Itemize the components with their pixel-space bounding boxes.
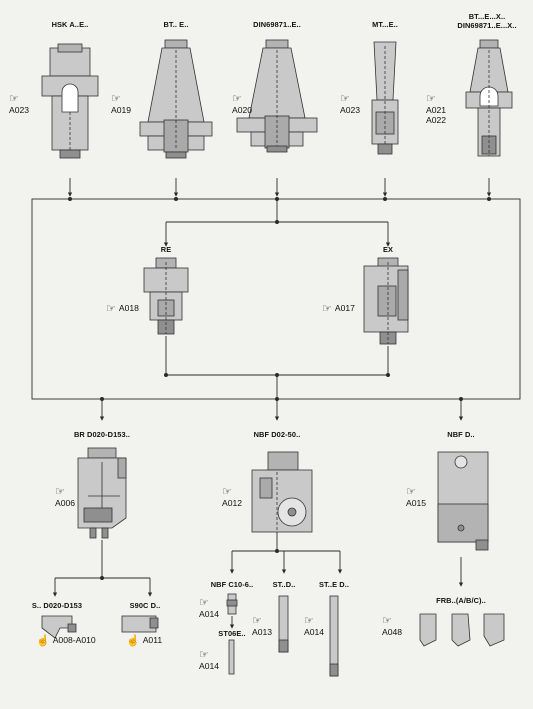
ref-nbf-d-label: A015 xyxy=(406,498,427,508)
st-d-tool-drawing xyxy=(278,595,289,653)
frb-tools-drawing xyxy=(419,613,505,647)
tool-ref-s-d020: ☝A008-A010 xyxy=(36,634,96,647)
pointing-hand-icon: ☞ xyxy=(252,615,262,627)
st-e-d-tool-drawing xyxy=(329,595,339,677)
tool-title-frb: FRB..(A/B/C).. xyxy=(436,596,486,605)
nbf-c10-tool-drawing xyxy=(226,593,238,615)
holder-ref-din: ☞A020 xyxy=(232,92,252,115)
ref-st06e-label: A014 xyxy=(199,661,220,671)
ref-st-d-label: A013 xyxy=(252,627,273,637)
pointing-hand-icon: ☞ xyxy=(222,486,232,498)
pointing-hand-icon: ☞ xyxy=(106,303,116,315)
head-title-br: BR D020-D153.. xyxy=(73,430,131,439)
tool-title-st-e-d: ST..E D.. xyxy=(318,580,350,589)
tool-title-st-d: ST..D.. xyxy=(272,580,296,589)
extension-title-re: RE xyxy=(160,245,172,254)
pointing-hand-icon: ☞ xyxy=(406,486,416,498)
ref-s-d020-label: A008-A010 xyxy=(52,634,96,645)
pointing-hand-icon: ☞ xyxy=(304,615,314,627)
pointing-hand-icon: ☞ xyxy=(426,93,436,105)
pointing-hand-icon: ☞ xyxy=(232,93,242,105)
pointing-hand-icon: ☝ xyxy=(36,635,50,647)
connector-lines xyxy=(31,178,521,629)
tool-title-nbf-c10: NBF C10-6.. xyxy=(210,580,254,589)
ref-bt-x-label-1: A021 xyxy=(426,105,447,115)
ref-hsk-label: A023 xyxy=(9,105,30,115)
ref-nbf-label: A012 xyxy=(222,498,243,508)
ref-ex-label: A017 xyxy=(334,302,355,313)
bt-holder-drawing xyxy=(139,39,213,159)
junction-dots xyxy=(68,197,491,580)
nbf-d02-head-drawing xyxy=(251,451,313,533)
pointing-hand-icon: ☞ xyxy=(382,615,392,627)
holder-ref-hsk: ☞A023 xyxy=(9,92,29,115)
bt-x-holder-drawing xyxy=(465,39,513,157)
ref-st-e-d-label: A014 xyxy=(304,627,325,637)
holder-ref-mt: ☞A023 xyxy=(340,92,360,115)
tool-title-s90c: S90C D.. xyxy=(129,601,161,610)
ref-frb-label: A048 xyxy=(382,627,403,637)
s-d020-tool-drawing xyxy=(41,615,77,639)
holder-ref-bt: ☞A019 xyxy=(111,92,131,115)
ex-extension-drawing xyxy=(363,257,409,345)
tool-ref-nbf-c10: ☞A014 xyxy=(199,596,219,619)
ref-re-label: A018 xyxy=(118,302,139,313)
tool-ref-st-d: ☞A013 xyxy=(252,614,272,637)
holder-title-din-x: DIN69871..E...X.. xyxy=(457,21,517,30)
br-boring-head-drawing xyxy=(77,447,127,539)
holder-title-mt: MT...E.. xyxy=(372,20,398,29)
holder-title-hsk: HSK A..E.. xyxy=(51,20,89,29)
pointing-hand-icon: ☝ xyxy=(126,635,140,647)
st06e-tool-drawing xyxy=(228,639,235,675)
ref-nbf-c10-label: A014 xyxy=(199,609,220,619)
pointing-hand-icon: ☞ xyxy=(199,649,209,661)
ref-bt-label: A019 xyxy=(111,105,132,115)
extension-title-ex: EX xyxy=(382,245,394,254)
pointing-hand-icon: ☞ xyxy=(9,93,19,105)
pointing-hand-icon: ☞ xyxy=(111,93,121,105)
tool-title-s-d020: S.. D020-D153 xyxy=(31,601,83,610)
pointing-hand-icon: ☞ xyxy=(55,486,65,498)
pointing-hand-icon: ☞ xyxy=(199,597,209,609)
tool-ref-st-e-d: ☞A014 xyxy=(304,614,324,637)
head-title-nbf-d: NBF D.. xyxy=(447,430,475,439)
tool-ref-st06e: ☞A014 xyxy=(199,648,219,671)
re-extension-drawing xyxy=(143,257,189,335)
pointing-hand-icon: ☞ xyxy=(322,303,332,315)
din-holder-drawing xyxy=(236,39,318,153)
nbf-d-head-drawing xyxy=(437,451,489,551)
holder-title-din: DIN69871..E.. xyxy=(253,20,301,29)
hsk-holder-drawing xyxy=(41,43,99,159)
holder-title-bt-x: BT...E...X.. xyxy=(468,12,506,21)
holder-title-bt: BT.. E.. xyxy=(163,20,189,29)
tool-title-st06e: ST06E.. xyxy=(218,629,246,638)
pointing-hand-icon: ☞ xyxy=(340,93,350,105)
ref-br-label: A006 xyxy=(55,498,76,508)
ref-bt-x-label-2: A022 xyxy=(426,115,447,125)
ref-s90c-label: A011 xyxy=(142,634,163,645)
head-ref-br: ☞A006 xyxy=(55,485,75,508)
head-ref-nbf: ☞A012 xyxy=(222,485,242,508)
extension-ref-re: ☞A018 xyxy=(106,302,139,315)
ref-din-label: A020 xyxy=(232,105,253,115)
s90c-tool-drawing xyxy=(121,615,159,633)
head-title-nbf: NBF D02-50.. xyxy=(253,430,301,439)
mt-holder-drawing xyxy=(371,41,399,155)
tool-ref-frb: ☞A048 xyxy=(382,614,402,637)
ref-mt-label: A023 xyxy=(340,105,361,115)
extension-ref-ex: ☞A017 xyxy=(322,302,355,315)
tool-ref-s90c: ☝A011 xyxy=(126,634,162,647)
head-ref-nbf-d: ☞A015 xyxy=(406,485,426,508)
